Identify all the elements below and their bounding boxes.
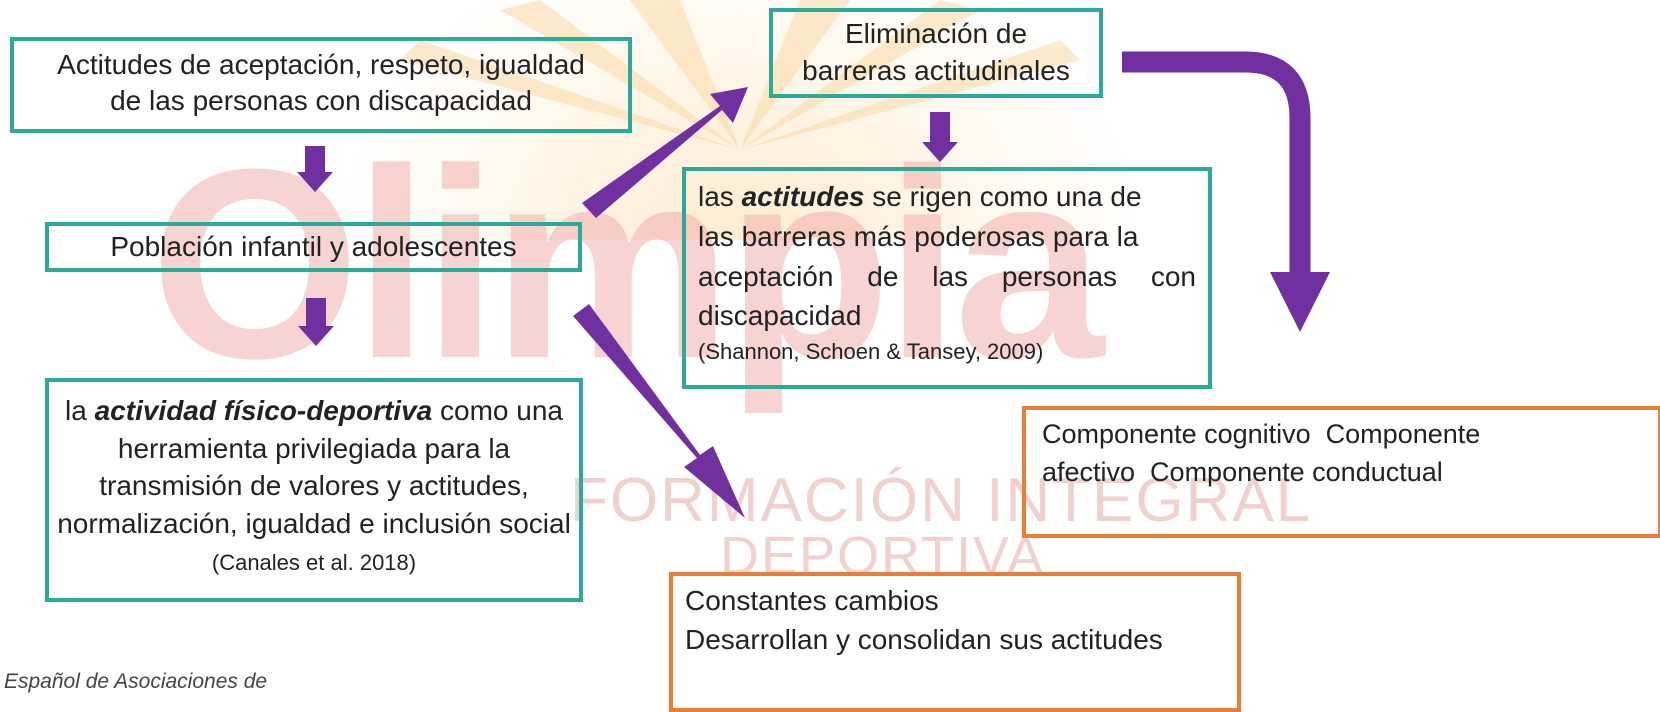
arrow-curved	[1122, 51, 1311, 278]
attitudes-line2: de las personas con discapacidad	[110, 85, 532, 117]
attitudes-barrier-pre: las	[698, 181, 742, 212]
changes-line2: Desarrollan y consolidan sus actitudes	[685, 623, 1163, 655]
watermark-subtitle-line2: DEPORTIVA	[720, 526, 1046, 586]
arrow-down-3	[922, 112, 958, 162]
attitudes-barrier-post: se rigen como una de	[864, 181, 1142, 212]
sport-pre: la	[65, 395, 95, 426]
population-text: Población infantil y adolescentes	[110, 231, 517, 262]
arrow-down-2	[298, 298, 334, 346]
sport-post: como una herramienta privilegiada para l…	[57, 395, 571, 539]
arrow-diagonal-down	[573, 304, 745, 518]
changes-line1: Constantes cambios	[685, 585, 939, 616]
changes-box: Constantes cambios Desarrollan y consoli…	[669, 572, 1241, 712]
watermark-subtitle-line1: FORMACIÓN INTEGRAL	[570, 466, 1313, 535]
barriers-line1: Eliminación de	[844, 18, 1028, 49]
arrow-diagonal-up	[582, 87, 748, 218]
footer-text: Español de Asociaciones de	[4, 670, 268, 693]
attitudes-barrier-line1: las actitudes se rigen como una de	[698, 177, 1196, 217]
barriers-box: Eliminación de barreras actitudinales	[769, 8, 1103, 98]
attitudes-barrier-emphasis: actitudes	[741, 181, 865, 212]
components-box: Componente cognitivo Componente afectivo…	[1022, 406, 1660, 538]
attitudes-box: Actitudes de aceptación, respeto, iguald…	[10, 37, 632, 133]
attitudes-barrier-line4: discapacidad	[698, 300, 862, 332]
population-box: Población infantil y adolescentes	[45, 222, 582, 272]
attitudes-barrier-line3: aceptación de las personas con	[698, 260, 1196, 292]
arrow-curved-head	[1270, 272, 1330, 332]
attitudes-line1: Actitudes de aceptación, respeto, iguald…	[57, 49, 585, 80]
attitudes-barrier-line2: las barreras más poderosas para la	[698, 220, 1139, 252]
sport-box: la actividad físico-deportiva como una h…	[45, 378, 583, 602]
attitudes-barrier-citation: (Shannon, Schoen & Tansey, 2009)	[698, 339, 1044, 364]
components-line2: afectivo Componente conductual	[1042, 456, 1443, 487]
sport-citation: (Canales et al. 2018)	[211, 550, 417, 576]
arrow-down-1	[297, 146, 333, 192]
barriers-line2: barreras actitudinales	[802, 54, 1070, 86]
components-line1: Componente cognitivo Componente	[1042, 419, 1481, 449]
sport-emphasis: actividad físico-deportiva	[94, 395, 433, 426]
attitudes-barrier-box: las actitudes se rigen como una de las b…	[682, 167, 1212, 389]
